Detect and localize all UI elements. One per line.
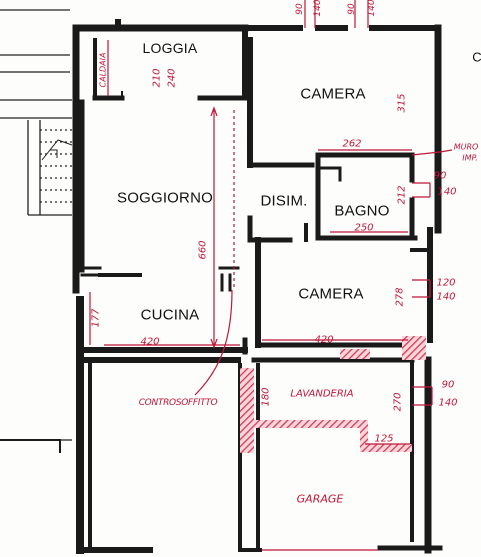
annotation-impianto: IMP. — [462, 153, 478, 163]
room-label-loggia: LOGGIA — [142, 40, 198, 56]
annotation-bagno-90: 90 — [433, 170, 447, 182]
room-label-cucina: CUCINA — [140, 306, 200, 324]
annotation-garage: GARAGE — [296, 492, 344, 506]
annotation-muro: MURO — [453, 142, 479, 152]
annotation-top-2: 90 — [347, 3, 357, 15]
annotation-lav-140: 140 — [438, 397, 458, 409]
room-label-soggiorno: SOGGIORNO — [117, 189, 213, 207]
annotation-lav-270: 270 — [392, 392, 404, 412]
annotation-lav-90: 90 — [441, 379, 455, 391]
annotation-camera-140: 140 — [436, 291, 456, 303]
annotation-cucina-420: 420 — [140, 336, 160, 348]
annotation-top-1: 90 — [295, 3, 305, 15]
page-edge-letter: C — [472, 49, 481, 65]
annotation-camera-120: 120 — [436, 277, 456, 289]
annotation-loggia-h1: 210 — [151, 68, 163, 88]
annotation-camera-420: 420 — [314, 334, 334, 346]
annotation-width-262: 262 — [342, 138, 362, 150]
staircase — [0, 9, 73, 441]
annotation-controsoffitto: CONTROSOFFITTO — [138, 398, 218, 408]
room-label-disim: DISIM. — [260, 192, 308, 210]
annotation-camera-278: 278 — [394, 287, 406, 307]
annotation-bagno-250: 250 — [354, 222, 374, 234]
annotation-loggia-h2: 240 — [166, 68, 178, 88]
annotation-top-2b: 140 — [367, 0, 377, 17]
walls — [0, 19, 443, 554]
annotation-bagno-212: 212 — [396, 185, 408, 205]
room-label-bagno: BAGNO — [334, 202, 390, 220]
room-label-camera-top: CAMERA — [300, 85, 366, 103]
annotation-lav-125: 125 — [374, 433, 394, 445]
annotation-top-1b: 140 — [313, 0, 323, 17]
annotation-soggiorno-660: 660 — [197, 240, 209, 260]
annotation-bagno-140: 140 — [437, 186, 457, 198]
annotation-cucina-177: 177 — [90, 308, 102, 328]
annotation-lavanderia: LAVANDERIA — [290, 388, 354, 400]
annotation-lav-180: 180 — [260, 387, 272, 407]
annotation-caldaia: CALDAIA — [98, 52, 108, 88]
room-label-camera-mid: CAMERA — [298, 285, 364, 303]
annotation-lines — [89, 0, 453, 551]
annotation-camera-depth: 315 — [396, 93, 408, 113]
